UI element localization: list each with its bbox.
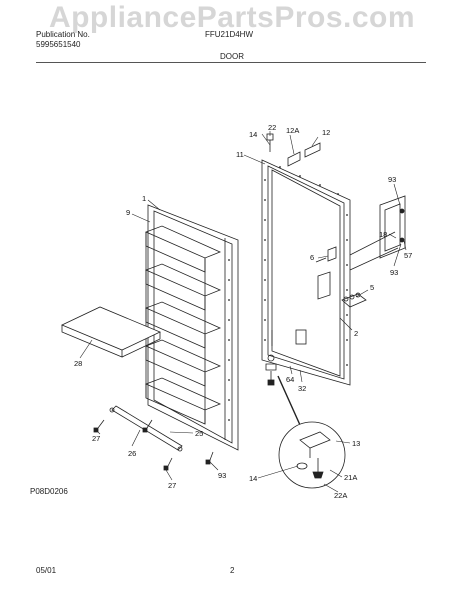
- callout-2: 2: [354, 329, 358, 338]
- door-shelf-part: [61, 306, 161, 358]
- leader-lines: [79, 131, 407, 493]
- publication-number: 5995651540: [36, 40, 81, 49]
- callout-27-bottom: 27: [168, 481, 176, 490]
- revision-date: 05/01: [36, 566, 57, 575]
- callout-1: 1: [142, 194, 146, 203]
- callout-28: 28: [74, 359, 82, 368]
- outer-door-panel: [261, 133, 351, 386]
- section-title: DOOR: [220, 52, 244, 61]
- callout-13: 13: [352, 439, 360, 448]
- liner-rivets: [228, 259, 230, 421]
- callout-18: 18: [379, 230, 387, 239]
- callout-14: 14: [249, 130, 257, 139]
- hinge-bracket-assembly: [315, 195, 406, 308]
- inner-door-liner: [144, 204, 239, 451]
- watermark-text: AppliancePartsPros.com: [48, 1, 416, 34]
- callout-14-detail: 14: [249, 474, 257, 483]
- callout-25: 25: [195, 429, 203, 438]
- panel-rivets: [264, 166, 348, 366]
- callout-27-left: 27: [92, 434, 100, 443]
- callout-6: 6: [310, 253, 314, 262]
- callout-12: 12: [322, 128, 330, 137]
- callout-9: 9: [126, 208, 130, 217]
- callout-5: 5: [370, 283, 374, 292]
- publication-label: Publication No.: [36, 30, 90, 39]
- callout-26: 26: [128, 449, 136, 458]
- callout-93-mid: 93: [390, 268, 398, 277]
- callout-93-top: 93: [388, 175, 396, 184]
- figure-code: P08D0206: [30, 487, 68, 496]
- callout-21a: 21A: [344, 473, 357, 482]
- hinge-detail-circle: [277, 375, 346, 489]
- callout-22: 22: [268, 123, 276, 132]
- header-rule: [36, 62, 426, 63]
- callout-64: 64: [286, 375, 294, 384]
- model-number: FFU21D4HW: [205, 30, 254, 39]
- page-number: 2: [230, 566, 235, 575]
- callout-22a: 22A: [334, 491, 347, 500]
- callout-57: 57: [404, 251, 412, 260]
- callout-32: 32: [298, 384, 306, 393]
- callout-12a: 12A: [286, 126, 299, 135]
- callout-11: 11: [236, 150, 244, 159]
- callout-93-bottom: 93: [218, 471, 226, 480]
